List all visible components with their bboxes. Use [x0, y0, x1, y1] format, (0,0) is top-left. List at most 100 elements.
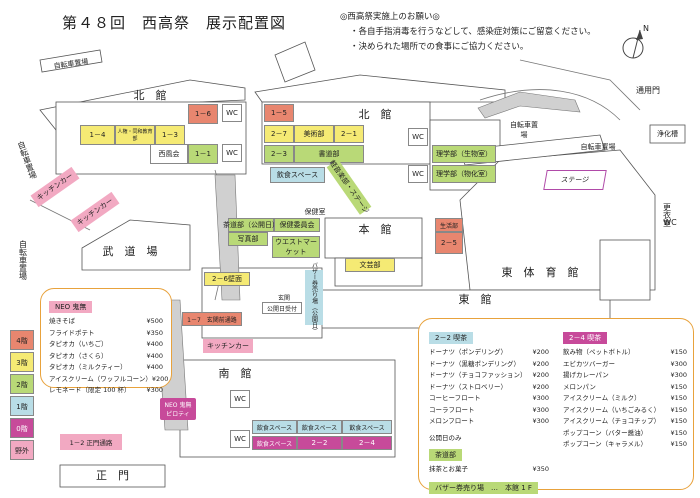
- neo-menu-row: タピオカ（いちご） ¥400: [49, 339, 163, 351]
- neo-menu-item-price: ¥200: [151, 374, 169, 383]
- neo-menu-row: フライドポテト¥350: [49, 328, 163, 340]
- neo-menu-item-price: ¥400: [146, 340, 163, 348]
- cafe22-item-name: ドーナツ（ポンデリング）: [429, 348, 507, 356]
- room-2-1[interactable]: 2－1: [334, 125, 364, 143]
- notice-heading: ◎西高祭実施上のお願い◎: [340, 12, 440, 22]
- cafe24-item-price: ¥300: [670, 371, 687, 379]
- room-health-committee[interactable]: 保健委員会: [274, 218, 320, 232]
- eating-space-s3[interactable]: 飲食スペース: [342, 420, 392, 434]
- neo-menu-item-name: フライドポテト: [49, 328, 95, 337]
- room-2-5[interactable]: 2－5: [435, 232, 463, 254]
- neo-piloti[interactable]: NEO 鬼無 ピロティ: [160, 398, 196, 420]
- wc-s-1: WC: [230, 390, 250, 408]
- cafe24-item-price: ¥150: [670, 428, 687, 437]
- room-art-club[interactable]: 美術部: [294, 125, 334, 143]
- cafe24-item-price: ¥150: [670, 440, 687, 448]
- cafe24-item-name: 飲み物（ペットボトル）: [563, 348, 635, 356]
- neo-menu-item-name: タピオカ（ミルクティー）: [49, 363, 127, 371]
- neo-menu-item-price: ¥300: [146, 386, 163, 394]
- room-2-2[interactable]: 2－2: [297, 436, 342, 450]
- cafe24-row: 飲み物（ペットボトル）¥150: [563, 347, 687, 359]
- tea-club-item-name: 抹茶とお菓子: [429, 464, 468, 473]
- cafe24-row: メロンパン¥150: [563, 382, 687, 394]
- notice-line1: ・各自手指消毒を行うなどして、感染症対策にご留意ください。: [350, 27, 596, 37]
- cafe22-item-price: ¥200: [532, 348, 549, 356]
- neo-menu-item-name: レモネード（限定 100 杯）: [49, 386, 131, 394]
- cafe24-item-price: ¥150: [670, 405, 687, 414]
- wc-s-2: WC: [230, 430, 250, 448]
- cafe24-row: ポップコーン（バター醤油）¥150: [563, 428, 687, 440]
- legend-label-4f: 4階: [16, 337, 28, 345]
- cafe24-row: エビカツバーガー¥300: [563, 359, 687, 371]
- cafe22-row: メロンフロート¥300: [429, 416, 549, 428]
- tea-club-item-price: ¥350: [532, 464, 549, 473]
- room-2-6-wall[interactable]: 2－6壁面: [204, 272, 250, 286]
- eating-space-s1[interactable]: 飲食スペース: [252, 420, 297, 434]
- cafe24-row: ポップコーン（キャラメル） ¥150: [563, 439, 687, 451]
- sarashi-label: 更衣室: [662, 203, 672, 227]
- room-2-3[interactable]: 2－3: [264, 145, 294, 163]
- cafe24-item-name: ポップコーン（キャラメル）: [563, 440, 647, 448]
- room-1-6[interactable]: 1－6: [188, 104, 218, 124]
- room-physics-chem[interactable]: 理学部（物化室）: [432, 165, 496, 183]
- room-calligraphy[interactable]: 書道部: [294, 145, 364, 163]
- room-literary-club[interactable]: 文芸部: [345, 258, 395, 272]
- eating-space-s4[interactable]: 飲食スペース: [252, 436, 297, 450]
- cafe24-row: アイスクリーム（ミルク）¥150: [563, 393, 687, 405]
- cafe24-item-name: 揚げカレーパン: [563, 371, 609, 379]
- room-2-4[interactable]: 2－4: [342, 436, 392, 450]
- neo-menu-item-price: ¥400: [146, 351, 163, 360]
- notice: ◎西高祭実施上のお願い◎ ・各自手指消毒を行うなどして、感染症対策にご留意くださ…: [340, 10, 596, 55]
- neo-menu-item-name: タピオカ（さくら）: [49, 351, 108, 360]
- legend-label-outdoor: 野外: [15, 447, 29, 455]
- neo-menu-row: レモネード（限定 100 杯） ¥300: [49, 385, 163, 397]
- cafe22-row: ドーナツ（ストロベリー）¥200: [429, 382, 549, 394]
- bazaar-note: バザー券売り場 … 本館 1 F: [429, 482, 538, 494]
- neo-menu-row: タピオカ（さくら） ¥400: [49, 351, 163, 363]
- west-market[interactable]: ウエストマーケット: [272, 236, 320, 258]
- eating-space-north[interactable]: 飲食スペース: [270, 167, 325, 183]
- public-day-reception[interactable]: 公開日受付: [262, 302, 302, 314]
- room-tea-club[interactable]: 茶道部（公開日）: [223, 218, 279, 232]
- bazaar-ticket-booth[interactable]: バザー券売り場（公開日）: [305, 262, 323, 334]
- wc-n-1: WC: [408, 128, 428, 146]
- legend-swatch-0f: [10, 418, 34, 438]
- room-1-4[interactable]: 1－4: [80, 125, 115, 145]
- room-1-5[interactable]: 1－5: [264, 104, 294, 122]
- back-gate-label: 通用門: [636, 85, 660, 95]
- room-biology[interactable]: 理学部（生物室）: [432, 145, 496, 163]
- room-1-3[interactable]: 1－3: [155, 125, 185, 145]
- room-1-1[interactable]: 1－1: [188, 144, 218, 164]
- cafe24-item-name: エビカツバーガー: [563, 359, 615, 368]
- eating-space-s2[interactable]: 飲食スペース: [297, 420, 342, 434]
- cafe22-title: 2－2 喫茶: [429, 332, 474, 344]
- cafe24-item-price: ¥150: [670, 417, 687, 425]
- neo-menu-item-name: アイスクリーム（ワッフルコーン）: [49, 374, 152, 383]
- room-seifukai[interactable]: 西風会: [150, 144, 188, 164]
- room-2-7[interactable]: 2－7: [264, 125, 294, 143]
- room-human-rights[interactable]: 人権・同和教育部: [115, 125, 155, 145]
- cafe24-item-name: メロンパン: [563, 382, 596, 391]
- east-building-label: 東 館: [458, 293, 492, 306]
- north-west-building-label: 北 館: [133, 89, 167, 102]
- room-1-7-entrance-path[interactable]: 1－7 玄関前通路: [182, 312, 242, 326]
- bike-parking-center: 自転車置場: [510, 121, 538, 139]
- bike-parking-right: 自転車置場: [580, 143, 616, 151]
- cafe24-row: アイスクリーム（チョコチップ）¥150: [563, 416, 687, 428]
- cafe24-item-price: ¥150: [670, 394, 687, 402]
- cafe22-item-name: ドーナツ（黒糖ポンデリング）: [429, 359, 520, 368]
- wc-nw-2: WC: [222, 144, 242, 162]
- neo-menu-row: 焼きそば¥500: [49, 316, 163, 328]
- room-life-club[interactable]: 生活部: [435, 218, 463, 232]
- legend-swatch-1f: [10, 396, 34, 416]
- cafe22-item-name: メロンフロート: [429, 417, 475, 425]
- neo-menu-item-name: タピオカ（いちご）: [49, 340, 108, 348]
- main-building-label: 本 館: [358, 223, 392, 236]
- room-1-2-gate-path[interactable]: 1－2 正門通路: [60, 434, 122, 450]
- room-photo-club[interactable]: 写真部: [228, 232, 268, 246]
- legend-label-0f: 0階: [16, 425, 28, 433]
- entrance: 玄関: [277, 294, 290, 302]
